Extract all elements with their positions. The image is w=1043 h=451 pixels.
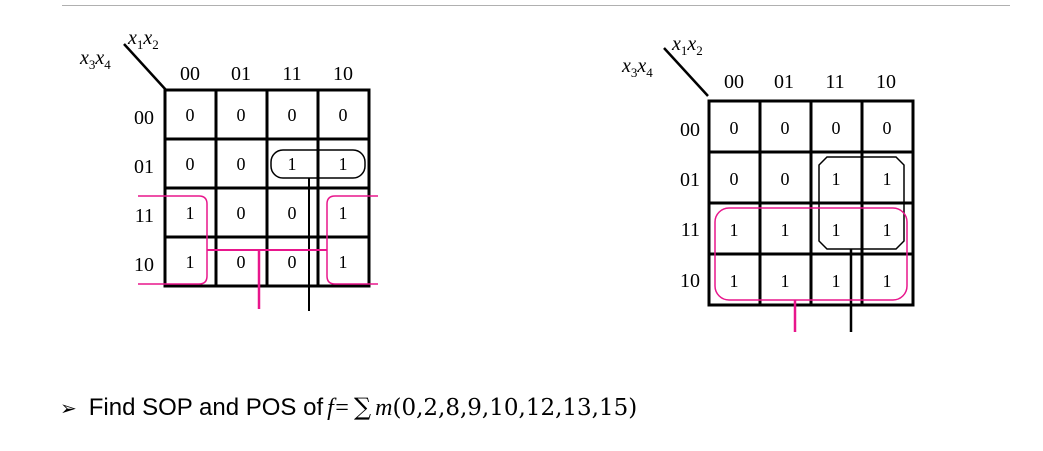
row-var-label: x3x4 [621, 55, 653, 80]
kmap-cell: 0 [237, 154, 246, 174]
kmap-left: x1x2 x3x4 00 01 11 10 00 01 11 10 0 0 0 … [79, 27, 378, 311]
kmap-cell: 1 [832, 220, 841, 240]
kmap-cell: 1 [730, 220, 739, 240]
kmap-cell: 0 [237, 203, 246, 223]
col-header: 00 [180, 63, 200, 85]
col-header: 10 [876, 71, 896, 93]
top-divider [62, 5, 1010, 6]
kmap-cell: 1 [781, 271, 790, 291]
row-header: 00 [680, 119, 700, 141]
kmap-diagonal [663, 47, 709, 97]
col-header: 01 [231, 63, 251, 85]
kmap-cell: 1 [883, 271, 892, 291]
col-var-label: x1x2 [127, 27, 159, 52]
col-header: 11 [282, 63, 301, 85]
kmap-cell: 0 [186, 154, 195, 174]
row-var-label: x3x4 [79, 47, 111, 72]
group-loop-black [818, 156, 905, 250]
minterm-list: (0,2,8,9,10,12,13,15) [392, 395, 638, 421]
row-header: 11 [135, 205, 154, 227]
kmap-cell: 1 [288, 154, 297, 174]
kmap-grid [163, 88, 371, 288]
row-header: 00 [134, 107, 154, 129]
kmap-cell: 1 [186, 203, 195, 223]
kmap-cell: 0 [883, 118, 892, 138]
arrow-bullet-icon: ➢ [60, 398, 77, 420]
kmap-cell: 0 [237, 105, 246, 125]
row-header: 10 [134, 254, 154, 276]
kmap-cell: 1 [339, 252, 348, 272]
kmap-cell: 1 [832, 169, 841, 189]
col-header: 00 [724, 71, 744, 93]
col-header: 10 [333, 63, 353, 85]
kmap-cell: 1 [883, 169, 892, 189]
group-loop-pink-left [138, 195, 208, 285]
kmap-cell: 0 [288, 105, 297, 125]
group-loop-pink [714, 207, 908, 301]
kmap-cell: 0 [237, 252, 246, 272]
kmap-cell: 0 [288, 252, 297, 272]
kmap-cell: 0 [730, 118, 739, 138]
row-header: 01 [134, 156, 154, 178]
kmap-cell: 1 [339, 154, 348, 174]
col-header: 01 [774, 71, 794, 93]
group-loop-pink-right [326, 195, 378, 285]
row-header: 10 [680, 270, 700, 292]
kmap-cell: 1 [730, 271, 739, 291]
minterm-symbol: m [375, 395, 393, 421]
kmap-cell: 0 [339, 105, 348, 125]
sigma-symbol: ∑ [354, 393, 372, 421]
task-statement: ➢ Find SOP and POS of f= ∑ m (0,2,8,9,10… [60, 393, 637, 422]
kmap-cell: 0 [781, 118, 790, 138]
kmap-cell: 0 [186, 105, 195, 125]
kmap-cell: 1 [781, 220, 790, 240]
kmap-diagonal [123, 43, 167, 91]
row-header: 01 [680, 169, 700, 191]
kmap-cell: 0 [832, 118, 841, 138]
group-loop-black [270, 149, 366, 179]
task-function: f= [327, 395, 350, 421]
kmap-grid [707, 99, 915, 307]
task-prefix: Find SOP and POS of [88, 394, 324, 421]
col-header: 11 [825, 71, 844, 93]
kmap-cell: 1 [883, 220, 892, 240]
kmap-cell: 1 [339, 203, 348, 223]
col-var-label: x1x2 [671, 33, 703, 58]
kmap-cell: 0 [730, 169, 739, 189]
kmap-cell: 1 [186, 252, 195, 272]
kmap-cell: 0 [781, 169, 790, 189]
row-header: 11 [681, 219, 700, 241]
kmap-cell: 0 [288, 203, 297, 223]
kmap-cell: 1 [832, 271, 841, 291]
kmap-right: x1x2 x3x4 00 01 11 10 00 01 11 10 0 0 0 … [621, 33, 915, 332]
